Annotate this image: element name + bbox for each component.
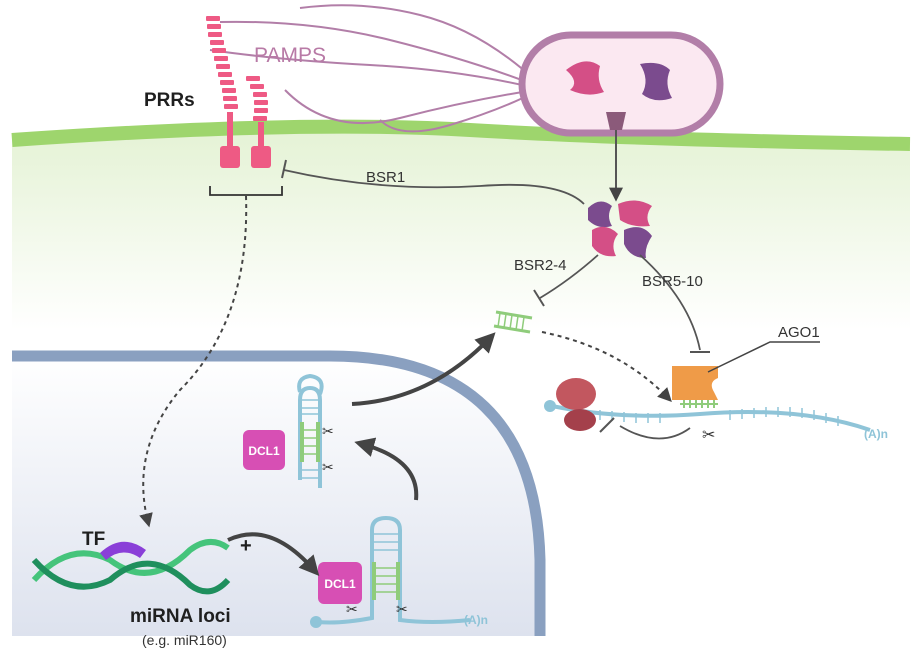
mirna-example-label: (e.g. miR160) bbox=[142, 632, 227, 648]
bsr2-4-inhibition-line bbox=[539, 254, 599, 299]
target-mrna bbox=[544, 400, 871, 432]
pre-mirna-hairpin bbox=[297, 373, 324, 488]
ago1-label: AGO1 bbox=[778, 324, 820, 341]
signaling-dashed-arrow bbox=[139, 195, 248, 528]
dcl1-bottom-label: DCL1 bbox=[324, 577, 356, 591]
translation-inhibition-line bbox=[619, 425, 691, 440]
bsr5-10-inhibition-line bbox=[639, 254, 701, 351]
scissors-icon-top-2: ✂ bbox=[322, 461, 334, 476]
transcription-arrow bbox=[227, 532, 320, 577]
bacterium bbox=[518, 31, 724, 137]
dcl1-top-label: DCL1 bbox=[248, 444, 280, 458]
prr-receptors bbox=[206, 16, 271, 168]
dna-helix-icon bbox=[31, 539, 231, 595]
cytoplasm-region bbox=[12, 124, 910, 331]
scissors-icon-bottom-2: ✂ bbox=[396, 603, 408, 618]
dcl1-top bbox=[243, 430, 285, 470]
ago1-pointer bbox=[707, 341, 820, 373]
mirna-loci-label: miRNA loci bbox=[130, 606, 231, 627]
pamps-label: PAMPS bbox=[254, 44, 326, 67]
nuclear-envelope bbox=[12, 350, 546, 636]
bsr5-10-label: BSR5-10 bbox=[642, 273, 703, 290]
cleavage-scissors-icon-right: ✂ bbox=[702, 427, 715, 444]
ribosome bbox=[556, 378, 596, 431]
polya-bottom-label: (A)n bbox=[464, 613, 488, 627]
processing-arrow bbox=[354, 437, 419, 501]
bsr2-4-label: BSR2-4 bbox=[514, 257, 567, 274]
prr-receptor-left bbox=[206, 16, 240, 168]
effector-purple-icon bbox=[640, 62, 672, 101]
scissors-icon-bottom-1: ✂ bbox=[346, 603, 358, 618]
prr-bracket bbox=[209, 186, 283, 196]
mirna-duplex-cytoplasm bbox=[493, 310, 533, 334]
flagella bbox=[209, 4, 536, 133]
bsr1-inhibition-bar bbox=[281, 159, 287, 179]
secretion-system bbox=[606, 112, 626, 130]
tf-label: TF bbox=[82, 529, 105, 550]
prrs-label: PRRs bbox=[144, 90, 195, 111]
bsr1-inhibition-line bbox=[283, 169, 585, 205]
transcription-factor bbox=[100, 541, 146, 560]
effector-complex bbox=[588, 200, 652, 258]
plus-sign: + bbox=[240, 535, 252, 557]
export-arrow bbox=[351, 332, 496, 406]
translation-inhibition-bar bbox=[599, 417, 615, 433]
loading-dashed-arrow bbox=[541, 331, 672, 403]
ago1-complex bbox=[672, 366, 718, 408]
prr-receptor-right bbox=[246, 76, 271, 168]
nucleus-region bbox=[12, 356, 540, 636]
bsr1-label: BSR1 bbox=[366, 169, 405, 186]
pri-mirna-hairpin bbox=[310, 515, 471, 628]
dcl1-bottom bbox=[318, 562, 362, 604]
bsr2-4-inhibition-bar bbox=[533, 289, 545, 307]
effector-pink-icon bbox=[566, 61, 604, 95]
scissors-icon-top-1: ✂ bbox=[322, 425, 334, 440]
polya-right-label: (A)n bbox=[864, 427, 888, 441]
plasma-membrane bbox=[11, 119, 911, 151]
